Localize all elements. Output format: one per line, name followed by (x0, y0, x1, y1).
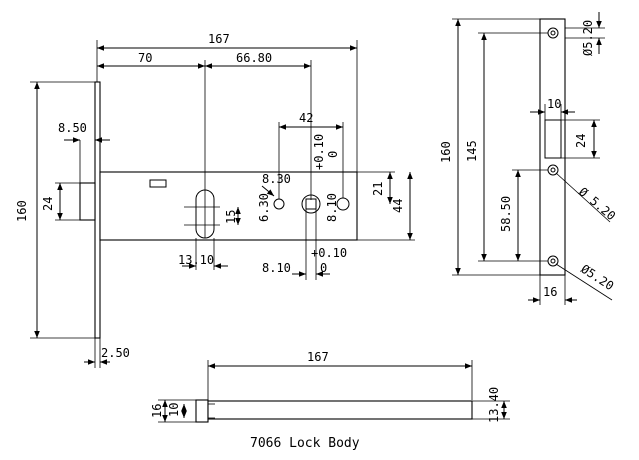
dim-hole-top: Ø5.20 (581, 20, 595, 56)
dim-plate-58: 58.50 (499, 196, 513, 232)
dim-2-50: 2.50 (101, 346, 130, 360)
tol-zero-b: 0 (320, 261, 327, 275)
dim-plate-24: 24 (574, 134, 588, 148)
dim-42: 42 (299, 111, 313, 125)
dim-bottom-13-40: 13.40 (487, 387, 501, 423)
bottom-case (207, 400, 473, 420)
dim-44: 44 (391, 199, 405, 213)
tol-zero-a: 0 (326, 151, 340, 158)
front-view: 167 70 66.80 160 8.50 24 2.50 42 (15, 32, 415, 368)
dim-plate-145: 145 (465, 140, 479, 162)
forend-side-view: 160 145 58.50 10 24 Ø5.20 Ø 5.20 Ø5.20 (439, 12, 618, 305)
dim-167: 167 (208, 32, 230, 46)
tol-plus-b: +0.10 (311, 246, 347, 260)
bottom-view: 167 16 10 13.40 (150, 350, 510, 423)
forend-plate (94, 81, 101, 339)
dim-160-forend: 160 (15, 200, 29, 222)
dim-plate-160: 160 (439, 141, 453, 163)
dim-8-30: 8.30 (262, 172, 291, 186)
latch-opening (544, 119, 562, 159)
dim-8-10-h: 8.10 (262, 261, 291, 275)
drawing-title: 7066 Lock Body (250, 436, 360, 451)
dim-21: 21 (371, 182, 385, 196)
dim-bottom-16: 16 (150, 404, 164, 418)
dim-bottom-167: 167 (307, 350, 329, 364)
dim-8-50: 8.50 (58, 121, 87, 135)
label-plate (149, 179, 167, 188)
tol-plus-a: +0.10 (312, 134, 326, 170)
bottom-forend (195, 399, 209, 423)
dim-70: 70 (138, 51, 152, 65)
latch-bolt (79, 182, 96, 221)
dim-6-30: 6.30 (257, 193, 271, 222)
dim-66-80: 66.80 (236, 51, 272, 65)
dim-15: 15 (224, 210, 238, 224)
dim-24-latch: 24 (41, 197, 55, 211)
dim-plate-16: 16 (543, 285, 557, 299)
dim-plate-10: 10 (547, 97, 561, 111)
dim-hole-mid: Ø 5.20 (576, 185, 618, 224)
dim-hole-bot: Ø5.20 (578, 262, 616, 293)
dim-13-10: 13.10 (178, 253, 214, 267)
lock-case (99, 171, 358, 241)
dim-bottom-10: 10 (167, 403, 181, 417)
dim-8-10-v: 8.10 (325, 193, 339, 222)
